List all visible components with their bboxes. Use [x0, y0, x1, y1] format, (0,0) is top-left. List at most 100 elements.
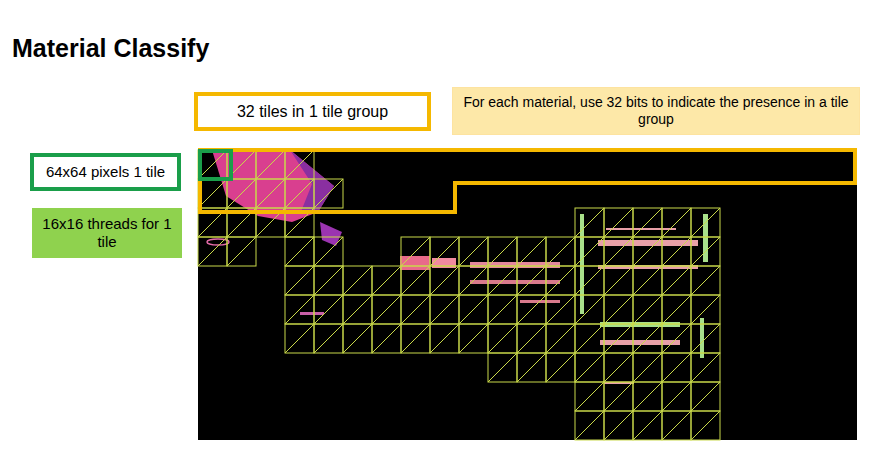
- tile-border: [575, 295, 604, 324]
- tile-cell: [575, 411, 604, 440]
- tile-border: [430, 266, 459, 295]
- tile-cell: [662, 237, 691, 266]
- tile-cell: [633, 208, 662, 237]
- tile-diagonal: [314, 324, 343, 353]
- tile-diagonal: [430, 237, 459, 266]
- tile-cell: [285, 324, 314, 353]
- tile-border: [256, 179, 285, 208]
- tile-border: [459, 324, 488, 353]
- tile-border: [227, 237, 256, 266]
- tile-cell: [662, 324, 691, 353]
- tile-border: [691, 295, 720, 324]
- tile-cell: [488, 353, 517, 382]
- tile-border: [575, 237, 604, 266]
- tile-diagonal: [575, 237, 604, 266]
- tile-cell: [372, 295, 401, 324]
- tile-cell: [401, 237, 430, 266]
- tile-diagonal: [604, 208, 633, 237]
- tile-border: [691, 266, 720, 295]
- tile-diagonal: [691, 237, 720, 266]
- tile-diagonal: [343, 266, 372, 295]
- tile-border: [691, 353, 720, 382]
- tile-cell: [372, 324, 401, 353]
- scene-content: [207, 150, 708, 384]
- tile-diagonal: [285, 266, 314, 295]
- tile-diagonal: [546, 295, 575, 324]
- tile-border: [430, 324, 459, 353]
- tile-diagonal: [691, 295, 720, 324]
- tile-diagonal: [401, 237, 430, 266]
- tile-diagonal: [662, 295, 691, 324]
- tile-cell: [430, 295, 459, 324]
- tile-border: [372, 266, 401, 295]
- tile-border: [546, 266, 575, 295]
- slide-title: Material Classify: [12, 34, 209, 63]
- tile-diagonal: [488, 237, 517, 266]
- tile-diagonal: [372, 266, 401, 295]
- tile-border: [314, 237, 343, 266]
- tile-border: [517, 295, 546, 324]
- tile-diagonal: [285, 324, 314, 353]
- tile-border: [604, 295, 633, 324]
- tile-border: [546, 295, 575, 324]
- tile-diagonal: [227, 237, 256, 266]
- tile-cell: [343, 266, 372, 295]
- tile-diagonal: [546, 266, 575, 295]
- tile-border: [575, 411, 604, 440]
- tile-cell: [227, 179, 256, 208]
- tile-cell: [488, 295, 517, 324]
- tile-cell: [430, 324, 459, 353]
- tile-border: [517, 353, 546, 382]
- tile-cell: [633, 295, 662, 324]
- tile-cell: [691, 324, 720, 353]
- tile-diagonal: [430, 295, 459, 324]
- tile-border: [604, 353, 633, 382]
- railing: [600, 340, 680, 345]
- tile-border: [604, 208, 633, 237]
- tile-diagonal: [430, 324, 459, 353]
- tile-border: [662, 295, 691, 324]
- tile-diagonal: [575, 208, 604, 237]
- tile-border: [488, 353, 517, 382]
- tile-diagonal: [256, 150, 285, 179]
- tile-cell: [604, 237, 633, 266]
- tile-diagonal: [488, 266, 517, 295]
- box-text: For each material, use 32 bits to indica…: [461, 94, 851, 128]
- tile-diagonal: [604, 353, 633, 382]
- tile-diagonal: [285, 179, 314, 208]
- tile-border: [691, 411, 720, 440]
- tile-diagonal: [633, 411, 662, 440]
- tile-border: [604, 237, 633, 266]
- tile-diagonal: [662, 382, 691, 411]
- tile-diagonal: [575, 295, 604, 324]
- tile-border: [691, 208, 720, 237]
- tile-diagonal: [604, 266, 633, 295]
- tile-diagonal: [575, 353, 604, 382]
- tile-cell: [691, 295, 720, 324]
- tile-cell: [198, 150, 227, 179]
- tile-cell: [691, 382, 720, 411]
- tile-cell: [372, 266, 401, 295]
- tile-border: [633, 411, 662, 440]
- tile-diagonal: [691, 353, 720, 382]
- tile-diagonal: [517, 295, 546, 324]
- tile-border: [401, 295, 430, 324]
- tile-cell: [314, 295, 343, 324]
- tile-cell: [633, 266, 662, 295]
- tile-label-box: 64x64 pixels 1 tile: [30, 153, 181, 191]
- tile-diagonal: [198, 150, 227, 179]
- tile-cell: [314, 266, 343, 295]
- tile-cell: [633, 411, 662, 440]
- tile-border: [314, 324, 343, 353]
- tile-border: [662, 411, 691, 440]
- tile-cell: [662, 295, 691, 324]
- tile-border: [517, 324, 546, 353]
- tile-border: [662, 382, 691, 411]
- tile-diagonal: [604, 411, 633, 440]
- tile-cell: [488, 237, 517, 266]
- thread-label-box: 16x16 threads for 1 tile: [32, 208, 182, 258]
- tile-diagonal: [343, 324, 372, 353]
- tile-diagonal: [633, 208, 662, 237]
- tile-cell: [604, 382, 633, 411]
- tile-border: [314, 266, 343, 295]
